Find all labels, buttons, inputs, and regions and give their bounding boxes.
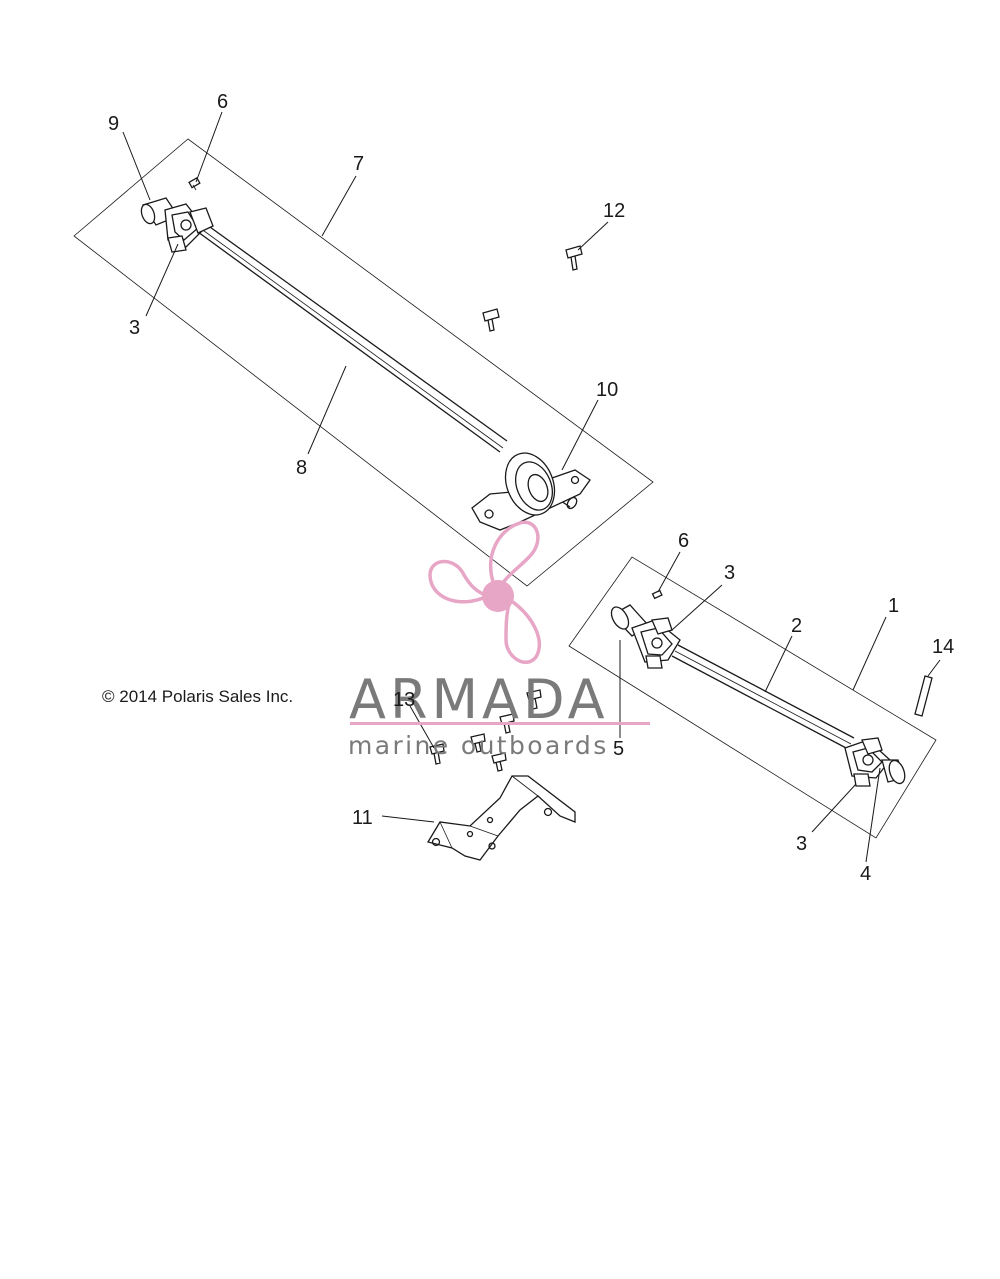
callout-10: 10 bbox=[596, 379, 618, 401]
callout-12: 12 bbox=[603, 200, 625, 222]
armada-watermark: ARMADA marine outboards bbox=[348, 520, 650, 760]
bolt-13-b bbox=[470, 733, 486, 753]
callout-6-lower: 6 bbox=[678, 530, 689, 552]
callout-11: 11 bbox=[352, 807, 373, 829]
callout-7: 7 bbox=[353, 153, 364, 175]
lower-prop-shaft bbox=[671, 644, 855, 750]
copyright-notice: © 2014 Polaris Sales Inc. bbox=[102, 687, 293, 706]
bolt-upper-loose bbox=[482, 308, 500, 332]
callout-3-lower-right: 3 bbox=[796, 833, 807, 855]
callout-labels: 9 6 7 12 3 10 8 6 3 1 2 14 13 5 11 3 4 bbox=[108, 91, 954, 885]
propeller-logo-icon bbox=[428, 520, 542, 664]
upper-assembly-outline bbox=[73, 138, 654, 587]
lower-right-u-joint bbox=[844, 737, 906, 787]
callout-14: 14 bbox=[932, 636, 954, 658]
bolt-12 bbox=[565, 245, 583, 271]
callout-3-lower: 3 bbox=[724, 562, 735, 584]
callout-13: 13 bbox=[393, 689, 415, 711]
carrier-bearing bbox=[471, 452, 591, 531]
callout-1: 1 bbox=[888, 595, 899, 617]
watermark-divider bbox=[350, 722, 650, 725]
callout-3-upper: 3 bbox=[129, 317, 140, 339]
upper-grease-fitting bbox=[188, 177, 201, 191]
support-bracket bbox=[426, 775, 576, 861]
lower-left-u-joint bbox=[610, 604, 681, 669]
watermark-tagline: marine outboards bbox=[348, 731, 609, 760]
leader-lines bbox=[122, 111, 941, 863]
callout-8: 8 bbox=[296, 457, 307, 479]
callout-9: 9 bbox=[108, 113, 119, 135]
upper-u-joint bbox=[140, 197, 214, 253]
callout-4: 4 bbox=[860, 863, 871, 885]
lower-assembly-outline bbox=[568, 556, 937, 839]
callout-5: 5 bbox=[613, 738, 624, 760]
callout-6-upper: 6 bbox=[217, 91, 228, 113]
bolt-13-e bbox=[491, 752, 507, 772]
bolt-13-d bbox=[526, 689, 542, 710]
watermark-brand: ARMADA bbox=[349, 668, 609, 731]
roll-pin bbox=[914, 675, 933, 717]
lower-grease-fitting bbox=[651, 589, 663, 600]
bolt-13-c bbox=[499, 713, 515, 734]
callout-2: 2 bbox=[791, 615, 802, 637]
